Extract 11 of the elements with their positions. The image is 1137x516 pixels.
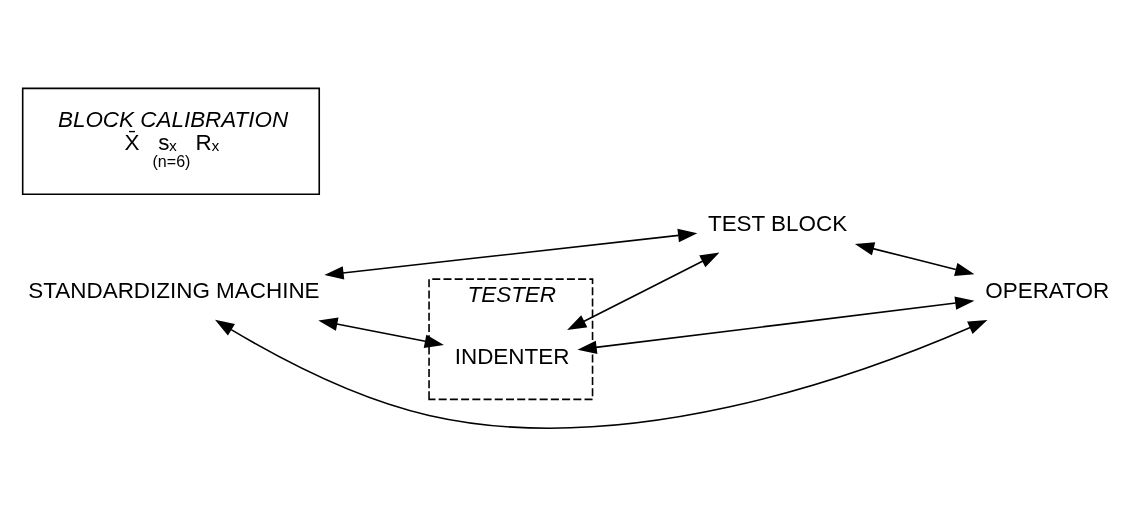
arrow xyxy=(324,228,698,280)
arrow xyxy=(567,252,720,330)
arrow xyxy=(577,295,975,354)
node-text: INDENTER xyxy=(454,343,570,369)
arrow xyxy=(854,241,975,276)
node-text: STANDARDIZING MACHINE xyxy=(28,277,320,303)
node-text: OPERATOR xyxy=(985,277,1110,303)
node-box: BLOCK CALIBRATION X̄ sₓ Rₓ (n=6) xyxy=(21,87,321,195)
arrow xyxy=(318,317,444,348)
node-text: TEST BLOCK xyxy=(707,210,848,236)
arrow xyxy=(215,319,988,429)
